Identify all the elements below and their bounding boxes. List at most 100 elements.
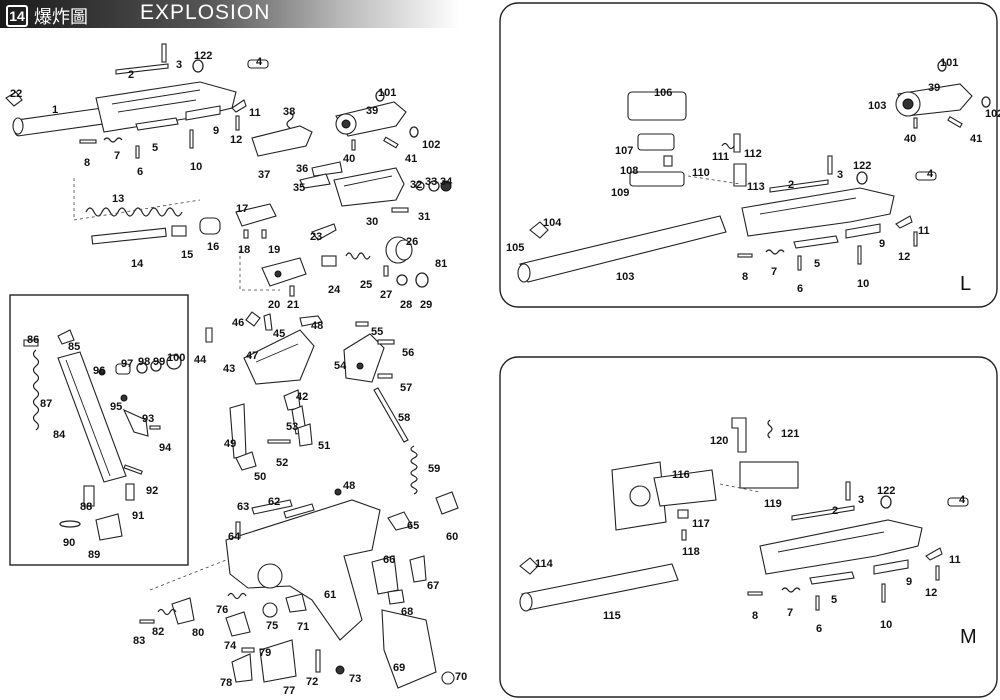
magazine-part-84 (57, 351, 127, 483)
pin-part-52 (267, 439, 291, 444)
ring-part-101 (375, 90, 385, 102)
screw-part-41 (383, 136, 399, 149)
part-number-label: 46 (232, 317, 244, 329)
screw-part-95 (120, 394, 128, 402)
part-119 (739, 461, 799, 489)
title-chinese: 爆炸圖 (34, 7, 88, 28)
title-english: EXPLOSION (140, 1, 271, 24)
part-number-label: 11 (949, 554, 961, 566)
part-number-label: 89 (88, 549, 100, 561)
part-9 (185, 105, 221, 121)
part-number-label: 63 (237, 501, 249, 513)
pin-part-56 (377, 339, 395, 345)
pin-part-27 (383, 265, 389, 277)
magazine-inset-frame (9, 294, 189, 566)
pin-part-40 (351, 139, 356, 151)
pin-part-6-l (797, 255, 802, 271)
pin-part-12-m (935, 565, 940, 581)
part-number-label: 57 (400, 382, 412, 394)
part-number-label: 1 (52, 104, 58, 116)
spring-part-82 (157, 608, 177, 616)
spring-part-121 (767, 419, 773, 439)
pin-part-10-m (881, 583, 886, 603)
part-number-label: 81 (435, 258, 447, 270)
part-23 (311, 223, 337, 241)
part-number-label: 9 (879, 238, 885, 250)
pin-part-10 (189, 129, 194, 149)
part-number-label: 95 (110, 401, 122, 413)
part-number-label: 122 (194, 50, 212, 62)
part-number-label: 13 (112, 193, 124, 205)
barrel-muzzle-103 (517, 263, 531, 283)
part-number-label: 97 (121, 358, 133, 370)
screw-part-41-l (947, 116, 963, 128)
part-number-label: 11 (918, 225, 930, 237)
part-number-label: 16 (207, 241, 219, 253)
spring-part-59 (410, 445, 418, 495)
part-109 (629, 171, 685, 187)
part-75 (262, 602, 278, 618)
barrel-muzzle-115 (519, 592, 533, 612)
part-number-label: 10 (190, 161, 202, 173)
panel-m-letter: M (960, 626, 977, 648)
spring-part-7-l (765, 249, 785, 255)
part-number-label: 12 (925, 587, 937, 599)
part-number-label: 10 (880, 619, 892, 631)
part-number-label: 79 (259, 647, 271, 659)
part-number-label: 66 (383, 554, 395, 566)
part-number-label: 72 (306, 676, 318, 688)
part-number-label: 119 (764, 498, 782, 510)
part-number-label: 71 (297, 621, 309, 633)
part-number-label: 70 (455, 671, 467, 683)
pin-part-3-l (827, 155, 833, 175)
part-number-label: 92 (146, 485, 158, 497)
part-number-label: 112 (744, 148, 762, 160)
rod-part-14 (91, 227, 167, 245)
part-74 (225, 611, 251, 637)
part-number-label: 53 (286, 421, 298, 433)
ring-part-101-l (937, 60, 947, 72)
diagram-header: 14 爆炸圖 EXPLOSION (0, 0, 460, 30)
pin-part-72 (315, 649, 321, 673)
part-number-label: 103 (868, 100, 886, 112)
part-120 (731, 417, 747, 453)
part-number-label: 69 (393, 662, 405, 674)
part-number-label: 115 (603, 610, 621, 622)
part-number-label: 110 (692, 167, 710, 179)
part-16 (199, 217, 221, 235)
part-number-label: 103 (616, 271, 634, 283)
part-number-label: 49 (224, 438, 236, 450)
part-number-label: 94 (159, 442, 172, 454)
part-number-label: 25 (360, 279, 372, 291)
part-46 (245, 311, 261, 327)
part-number-label: 48 (311, 320, 323, 332)
part-number-label: 93 (142, 413, 154, 425)
panel-m-frame (499, 356, 998, 698)
part-number-label: 8 (752, 610, 758, 622)
part-number-label: 40 (904, 133, 916, 145)
part-11-l (895, 215, 913, 229)
part-number-label: 121 (781, 428, 799, 440)
part-number-label: 68 (401, 606, 413, 618)
part-number-label: 6 (816, 623, 822, 635)
part-9-m (873, 559, 909, 575)
panel-l-letter: L (960, 273, 971, 295)
part-number-label: 33 (425, 176, 437, 188)
barrel-part-1 (12, 107, 107, 137)
part-number-label: 77 (283, 685, 295, 697)
part-number-label: 17 (236, 203, 248, 215)
screw-part-96 (98, 368, 106, 376)
part-number-label: 19 (268, 244, 280, 256)
ring-part-29 (415, 272, 429, 288)
part-89 (95, 513, 123, 541)
part-number-label: 7 (787, 607, 793, 619)
part-88 (83, 485, 95, 507)
part-78 (231, 653, 253, 683)
spring-part-87 (32, 349, 40, 431)
ring-part-99 (150, 360, 162, 372)
housing-part-20 (261, 257, 307, 287)
ring-part-98 (136, 362, 148, 374)
part-48 (299, 315, 323, 327)
part-number-label: 54 (334, 360, 347, 372)
part-number-label: 3 (858, 494, 864, 506)
